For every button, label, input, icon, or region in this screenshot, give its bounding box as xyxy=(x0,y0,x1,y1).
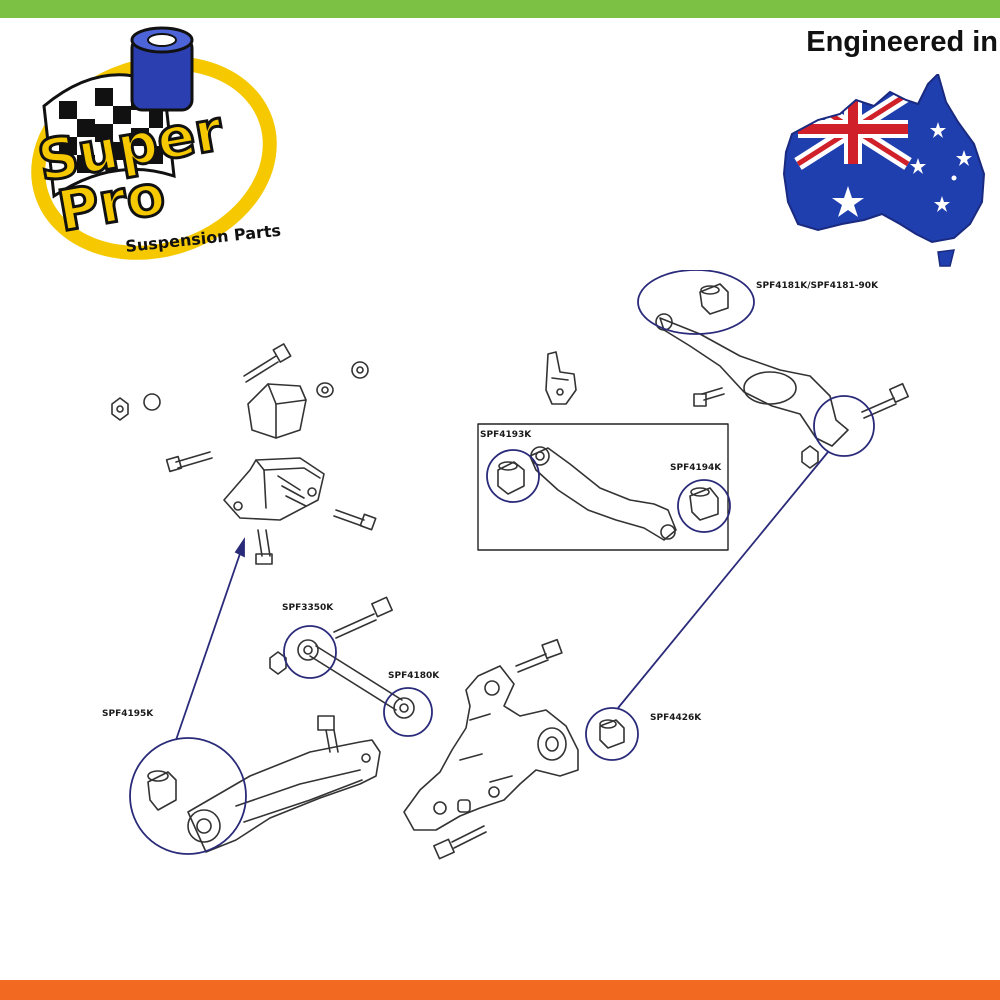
mount-assembly-group xyxy=(111,343,377,565)
tasmania-shape xyxy=(937,249,955,267)
part-label-spf4426k: SPF4426K xyxy=(650,713,702,723)
upper-control-arm xyxy=(545,283,910,469)
knuckle xyxy=(403,638,625,860)
top-accent-bar xyxy=(0,0,1000,18)
leader-line xyxy=(175,541,245,741)
bolt-icon xyxy=(317,715,339,753)
bolt-icon xyxy=(165,451,213,473)
engineered-in-label: Engineered in xyxy=(806,26,998,58)
bushing-icon xyxy=(147,770,177,811)
part-label-spf3350k: SPF3350K xyxy=(282,603,334,613)
bottom-accent-bar xyxy=(0,980,1000,1000)
part-label-spf4180k: SPF4180K xyxy=(388,671,440,681)
bolt-icon xyxy=(333,596,393,639)
callout-circle xyxy=(486,449,540,503)
camber-arm-inset-box xyxy=(477,423,729,551)
callout-circle xyxy=(383,687,433,737)
leader-line xyxy=(617,451,829,709)
callout-circle xyxy=(677,479,731,533)
callout-circle xyxy=(129,737,247,855)
part-label-spf4194k: SPF4194K xyxy=(670,463,722,473)
washer-icon xyxy=(351,361,369,379)
part-label-spf4193k: SPF4193K xyxy=(480,430,532,440)
washer-icon xyxy=(143,393,161,411)
australia-map-flag-icon xyxy=(782,74,986,267)
part-label-spf4195k: SPF4195K xyxy=(102,709,154,719)
part-label-spf4181k: SPF4181K/SPF4181-90K xyxy=(756,281,879,291)
nut-icon xyxy=(801,445,819,469)
bolt-icon xyxy=(243,343,292,383)
bolt-icon xyxy=(333,509,377,531)
bushing-icon xyxy=(130,26,194,112)
suspension-diagram: SPF4181K/SPF4181-90K SPF4193K SPF4194K S… xyxy=(102,270,910,860)
bolt-icon xyxy=(255,529,273,565)
callout-circle xyxy=(813,395,875,457)
callout-circle xyxy=(637,270,755,335)
nut-icon xyxy=(111,397,129,421)
camber-arm xyxy=(497,446,719,541)
bushing-icon xyxy=(497,461,525,495)
nut-icon xyxy=(269,651,287,675)
bolt-icon xyxy=(861,382,910,419)
lower-mount-block xyxy=(223,457,325,521)
bushing-icon xyxy=(599,719,625,749)
bolt-icon xyxy=(693,387,725,407)
callout-circle xyxy=(283,625,337,679)
bushing-icon xyxy=(689,487,719,521)
bolt-icon xyxy=(515,638,563,673)
upper-mount-block xyxy=(247,383,307,439)
arrowhead-icon xyxy=(234,537,245,558)
callouts xyxy=(129,270,875,855)
washer-icon xyxy=(316,382,334,398)
callout-circle xyxy=(585,707,639,761)
lateral-link xyxy=(269,596,415,719)
superpro-logo: Super Pro Suspension Parts xyxy=(31,26,282,260)
bolt-icon xyxy=(433,825,487,860)
trailing-arm xyxy=(147,715,381,853)
bracket-icon xyxy=(545,351,577,405)
bushing-icon xyxy=(699,283,729,315)
